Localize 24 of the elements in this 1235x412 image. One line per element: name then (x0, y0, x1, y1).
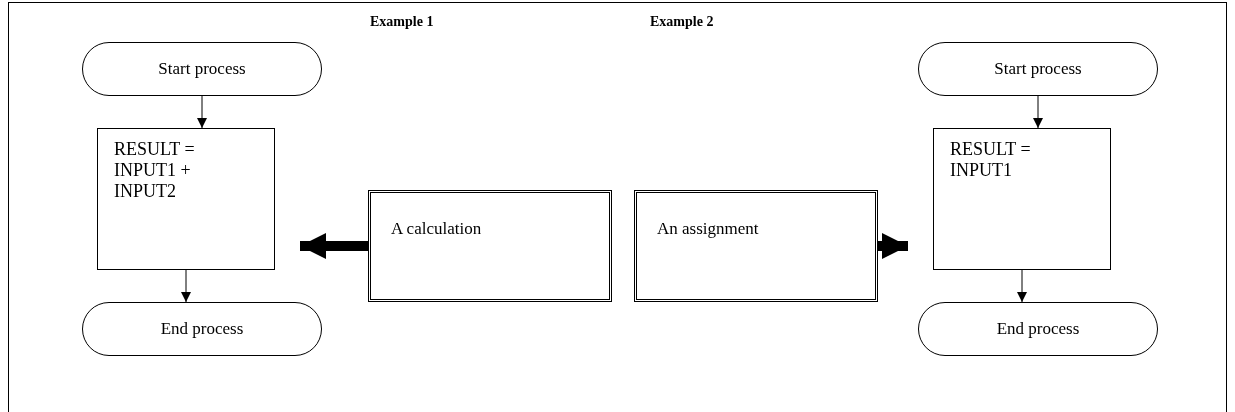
process-box (933, 128, 1111, 270)
arrow (181, 269, 191, 303)
section-heading: Example 1 (370, 14, 434, 30)
node-text: End process (160, 319, 244, 339)
terminal-shape (82, 302, 322, 356)
terminal-shape (82, 42, 322, 96)
process-box (97, 128, 275, 270)
arrow (1017, 269, 1027, 303)
node-text: End process (996, 319, 1080, 339)
arrow (1033, 95, 1043, 129)
terminal-shape (918, 42, 1158, 96)
note-box (634, 190, 878, 302)
note-box (368, 190, 612, 302)
arrow (300, 233, 368, 259)
node-text: An assignment (657, 219, 760, 239)
arrow (878, 233, 908, 259)
terminal-shape (918, 302, 1158, 356)
node-text: Start process (994, 59, 1082, 79)
node-text: RESULT = INPUT1 + INPUT2 (114, 139, 196, 202)
node-text: Start process (158, 59, 246, 79)
section-heading: Example 2 (650, 14, 714, 30)
node-text: RESULT = INPUT1 (950, 139, 1032, 181)
node-text: A calculation (391, 219, 483, 239)
arrow (197, 95, 207, 129)
